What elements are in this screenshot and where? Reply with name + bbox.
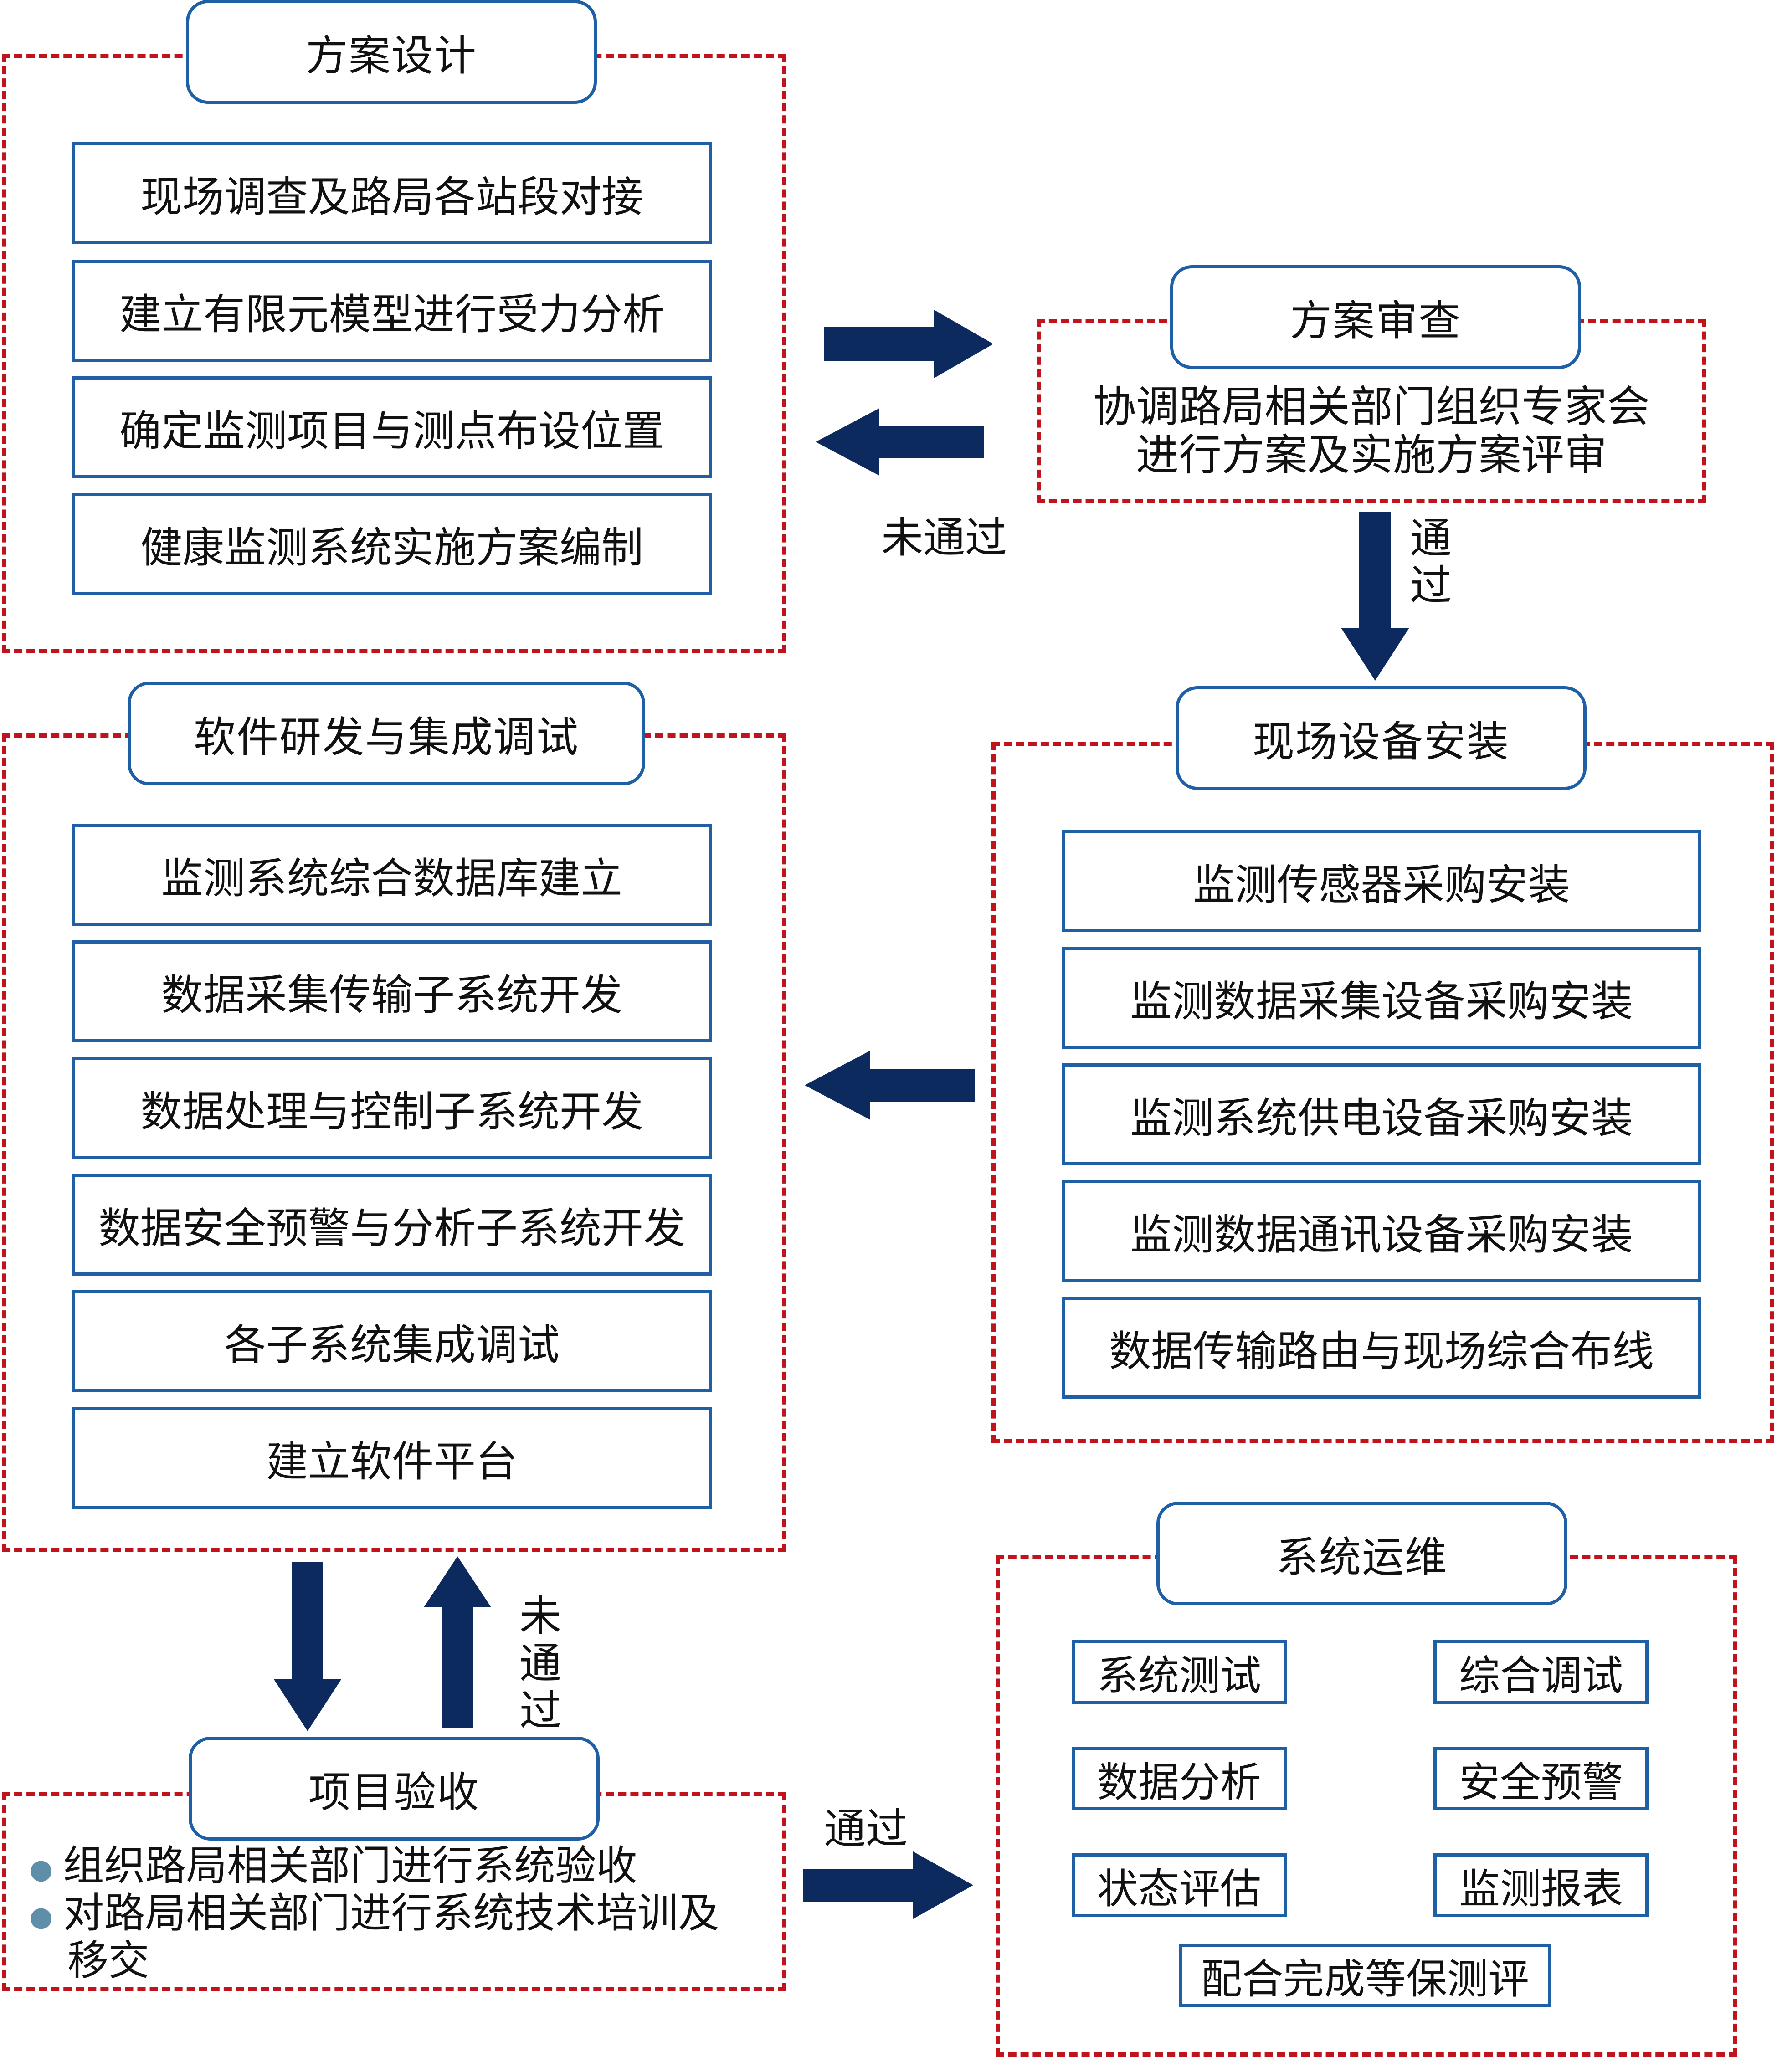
review-text-line: 协调路局相关部门组织专家会 <box>1093 382 1650 432</box>
arrow-acceptance-to-ops <box>803 1851 973 1919</box>
passed-label-vertical: 通过 <box>1409 514 1452 610</box>
review-text-line: 进行方案及实施方案评审 <box>1135 431 1607 480</box>
software-item: 数据采集传输子系统开发 <box>72 940 712 1042</box>
install-item: 数据传输路由与现场综合布线 <box>1062 1297 1701 1399</box>
software-item: 数据安全预警与分析子系统开发 <box>72 1174 712 1276</box>
ops-item: 综合调试 <box>1433 1640 1649 1704</box>
acceptance-bullet-text: 对路局相关部门进行系统技术培训及 <box>63 1889 719 1937</box>
software-item: 各子系统集成调试 <box>72 1290 712 1392</box>
design-item: 健康监测系统实施方案编制 <box>72 493 712 595</box>
design-title: 方案设计 <box>186 0 597 104</box>
arrow-review-to-design <box>816 408 984 476</box>
acceptance-bullet-continuation: 移交 <box>67 1937 149 1985</box>
arrow-review-to-install <box>1341 512 1409 681</box>
install-item: 监测传感器采购安装 <box>1062 830 1701 932</box>
design-item: 建立有限元模型进行受力分析 <box>72 260 712 362</box>
ops-item: 监测报表 <box>1433 1853 1649 1917</box>
review-title: 方案审查 <box>1170 265 1581 369</box>
arrow-acceptance-to-software <box>424 1556 491 1728</box>
ops-title: 系统运维 <box>1156 1502 1567 1605</box>
install-item: 监测数据采集设备采购安装 <box>1062 947 1701 1049</box>
install-item: 监测系统供电设备采购安装 <box>1062 1063 1701 1165</box>
design-item: 确定监测项目与测点布设位置 <box>72 376 712 478</box>
ops-item: 状态评估 <box>1072 1853 1287 1917</box>
acceptance-title: 项目验收 <box>189 1737 600 1841</box>
arrow-install-to-software <box>805 1051 975 1120</box>
ops-item: 数据分析 <box>1072 1747 1287 1810</box>
acceptance-bullet: ● 组织路局相关部门进行系统验收 <box>29 1842 637 1893</box>
design-item: 现场调查及路局各站段对接 <box>72 142 712 244</box>
bullet-dot-icon: ● <box>29 1900 53 1933</box>
install-item: 监测数据通讯设备采购安装 <box>1062 1180 1701 1282</box>
software-item: 监测系统综合数据库建立 <box>72 824 712 926</box>
acceptance-bullet: ● 对路局相关部门进行系统技术培训及 <box>29 1890 719 1940</box>
software-item: 数据处理与控制子系统开发 <box>72 1057 712 1159</box>
ops-item: 配合完成等保测评 <box>1179 1944 1551 2007</box>
software-item: 建立软件平台 <box>72 1407 712 1509</box>
passed-label: 通过 <box>824 1805 908 1853</box>
not-passed-label-vertical: 未通过 <box>519 1592 561 1735</box>
ops-item: 系统测试 <box>1072 1640 1287 1704</box>
install-title: 现场设备安装 <box>1176 686 1587 790</box>
acceptance-bullet-text: 组织路局相关部门进行系统验收 <box>63 1842 637 1890</box>
not-passed-label: 未通过 <box>881 513 1007 562</box>
bullet-dot-icon: ● <box>29 1853 53 1885</box>
software-title: 软件研发与集成调试 <box>128 682 645 785</box>
arrow-software-to-acceptance <box>274 1562 341 1731</box>
ops-item: 安全预警 <box>1433 1747 1649 1810</box>
arrow-design-to-review <box>824 310 993 378</box>
